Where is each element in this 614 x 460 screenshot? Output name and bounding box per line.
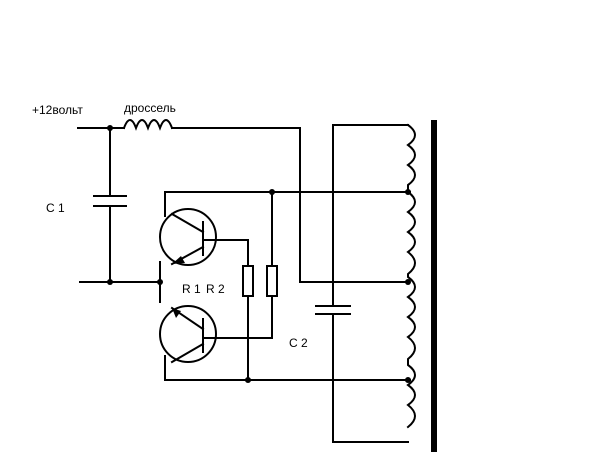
c2-label: C 2 bbox=[289, 336, 308, 350]
r2-label: R 2 bbox=[206, 282, 225, 296]
choke-label: дроссель bbox=[124, 101, 176, 115]
transistor-q1 bbox=[159, 208, 249, 266]
choke-inductor bbox=[122, 119, 174, 131]
r1-label: R 1 bbox=[182, 282, 201, 296]
winding-frame-wire bbox=[332, 124, 409, 443]
resistor-r1 bbox=[242, 239, 254, 381]
top-rail-wire bbox=[164, 191, 411, 217]
supply-label: +12вольт bbox=[32, 103, 83, 117]
choke-output-wire bbox=[171, 127, 409, 283]
capacitor-c1 bbox=[93, 195, 127, 207]
capacitor-c2 bbox=[315, 305, 351, 315]
transformer-winding bbox=[406, 123, 416, 429]
junction-dots bbox=[107, 125, 411, 383]
negative-input-wire bbox=[79, 261, 161, 303]
resistor-r2 bbox=[266, 191, 278, 339]
bottom-rail-wire bbox=[164, 355, 411, 381]
c1-label: C 1 bbox=[46, 201, 65, 215]
transistor-q2 bbox=[159, 305, 273, 364]
